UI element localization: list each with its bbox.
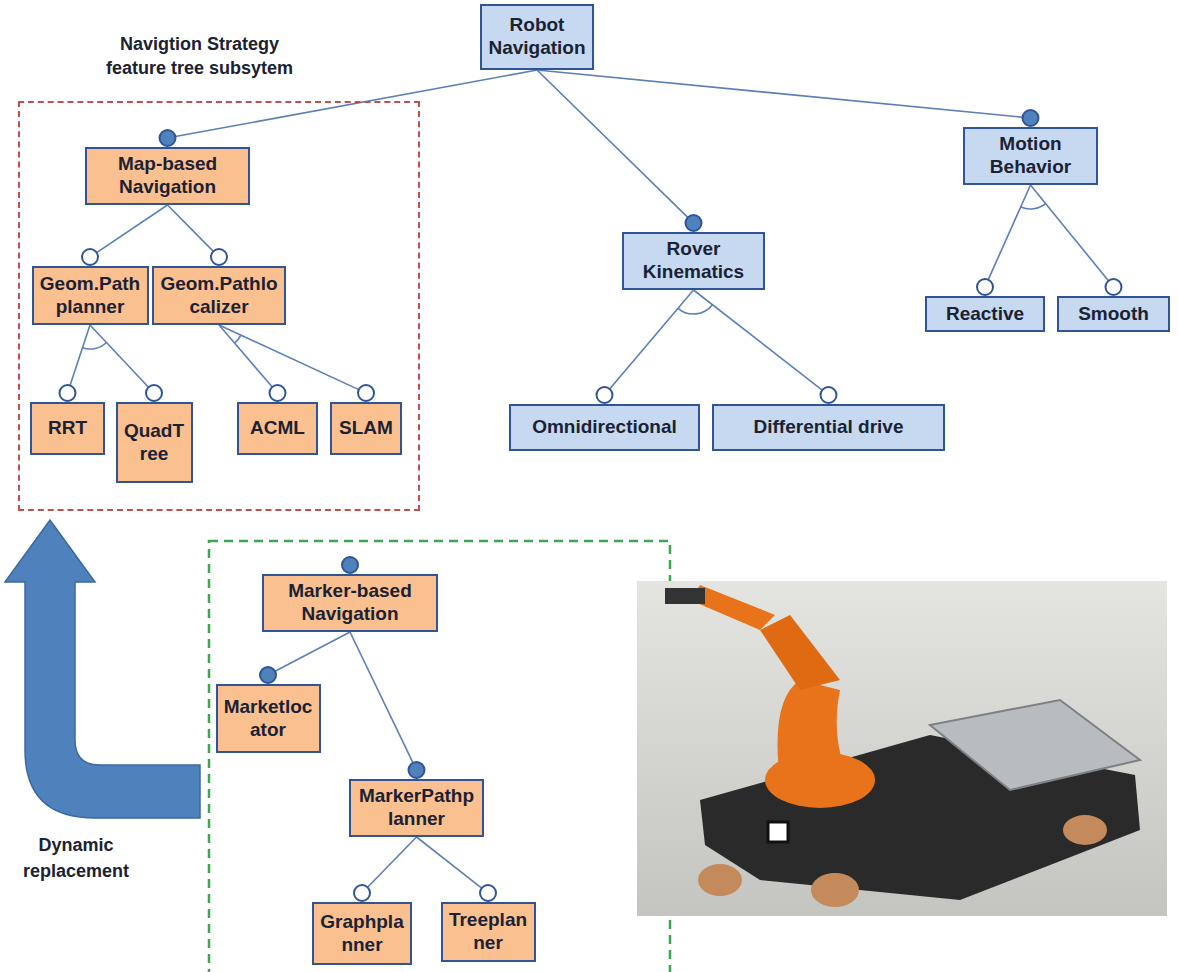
- mandatory-dot: [409, 762, 425, 778]
- feature-label: Motion Behavior: [969, 133, 1092, 179]
- alternative-arc: [678, 305, 712, 314]
- feature-box: Omnidirectional: [509, 404, 700, 451]
- region-heading: Navigtion Strategy feature tree subsytem: [92, 32, 307, 81]
- optional-dot: [821, 387, 837, 403]
- feature-label: Geom.Pathlo calizer: [158, 273, 280, 319]
- optional-dot: [211, 249, 227, 265]
- feature-box: MarkerPathp lanner: [349, 779, 484, 837]
- optional-dot: [480, 885, 496, 901]
- feature-label: MarkerPathp lanner: [355, 785, 478, 831]
- feature-label: Robot Navigation: [486, 14, 588, 60]
- optional-dot: [358, 385, 374, 401]
- optional-dot: [354, 885, 370, 901]
- feature-label: ACML: [250, 417, 305, 440]
- feature-box: Geom.Pathlo calizer: [152, 266, 286, 325]
- feature-link: [694, 290, 823, 390]
- optional-dot: [1106, 279, 1122, 295]
- feature-box: Graphpla nner: [312, 902, 412, 965]
- feature-box: Robot Navigation: [480, 4, 594, 70]
- wheel: [1063, 815, 1107, 845]
- arm-link: [778, 680, 851, 780]
- feature-label: Graphpla nner: [318, 911, 406, 957]
- feature-label: Omnidirectional: [532, 416, 677, 439]
- feature-link: [219, 325, 272, 387]
- feature-link: [610, 290, 694, 389]
- feature-label: Marker-based Navigation: [268, 580, 432, 626]
- feature-link: [350, 632, 413, 763]
- feature-link: [537, 70, 1023, 117]
- feature-box: ACML: [237, 402, 318, 455]
- mandatory-dot: [160, 130, 176, 146]
- feature-label: RRT: [48, 417, 87, 440]
- feature-label: Treeplan ner: [447, 909, 530, 955]
- wheel: [698, 864, 742, 896]
- marker: [768, 822, 788, 842]
- mandatory-dot: [686, 215, 702, 231]
- alternative-arc: [235, 335, 241, 343]
- feature-box: Geom.Path planner: [32, 266, 149, 325]
- robot-plate: [930, 700, 1140, 790]
- wheel: [811, 873, 859, 907]
- optional-dot: [977, 279, 993, 295]
- feature-label: Smooth: [1078, 303, 1149, 326]
- replacement-arrow: [5, 520, 200, 818]
- feature-link: [70, 325, 90, 385]
- mandatory-dot: [342, 557, 358, 573]
- annotation-label: Dynamic replacement: [12, 832, 140, 884]
- robot-photo: [637, 581, 1167, 916]
- feature-link: [168, 205, 214, 251]
- feature-link: [1031, 185, 1109, 281]
- feature-label: Reactive: [946, 303, 1024, 326]
- optional-dot: [270, 385, 286, 401]
- photo-background: [637, 581, 1167, 916]
- mandatory-dot: [260, 667, 276, 683]
- feature-box: RRT: [30, 402, 105, 455]
- feature-box: Rover Kinematics: [622, 232, 765, 290]
- feature-link: [988, 185, 1030, 280]
- green-dashed-region: [209, 541, 670, 972]
- optional-dot: [597, 387, 613, 403]
- subsystem-region: Navigtion Strategy feature tree subsytem…: [18, 30, 420, 511]
- feature-link: [219, 325, 359, 390]
- feature-box: QuadT ree: [116, 402, 193, 483]
- feature-label: Geom.Path planner: [38, 273, 143, 319]
- feature-box: Marker-based Navigation: [262, 574, 438, 632]
- optional-dot: [60, 385, 76, 401]
- feature-link: [368, 837, 417, 887]
- feature-link: [97, 205, 168, 253]
- feature-box: SLAM: [330, 402, 402, 455]
- feature-box: Treeplan ner: [441, 902, 536, 962]
- feature-label: Differential drive: [754, 416, 904, 439]
- arm-link: [760, 615, 840, 690]
- optional-dot: [146, 385, 162, 401]
- feature-label: Marketloc ator: [222, 696, 315, 742]
- feature-box: Marketloc ator: [216, 684, 321, 753]
- mandatory-dot: [1023, 110, 1039, 126]
- feature-link: [90, 325, 149, 387]
- feature-label: QuadT ree: [122, 420, 187, 466]
- feature-label: Map-based Navigation: [91, 153, 244, 199]
- feature-box: Smooth: [1057, 296, 1170, 332]
- alternative-arc: [1021, 204, 1046, 209]
- feature-box: Map-based Navigation: [85, 147, 250, 205]
- gripper: [665, 588, 705, 604]
- feature-box: Motion Behavior: [963, 127, 1098, 185]
- feature-box: Differential drive: [712, 404, 945, 451]
- feature-link: [417, 837, 482, 888]
- feature-link: [175, 70, 537, 137]
- feature-link: [275, 632, 350, 671]
- feature-box: Reactive: [925, 296, 1045, 332]
- feature-label: SLAM: [339, 417, 393, 440]
- feature-label: Rover Kinematics: [628, 238, 759, 284]
- optional-dot: [82, 249, 98, 265]
- feature-link: [537, 70, 688, 217]
- alternative-arc: [82, 342, 106, 349]
